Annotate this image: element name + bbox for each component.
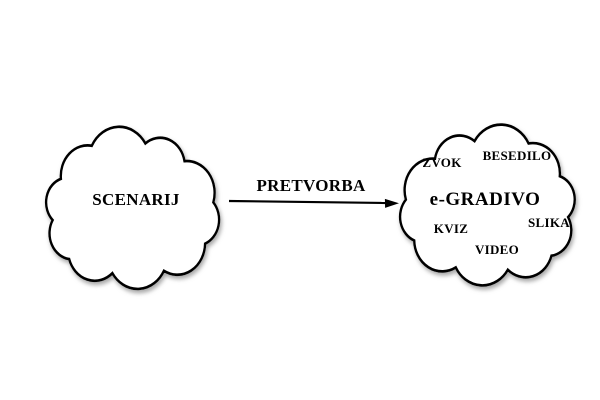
arrow-label: PRETVORBA	[256, 176, 366, 195]
target-cloud-label: e-GRADIVO	[429, 189, 541, 210]
media-item-kviz: KVIZ	[433, 221, 469, 236]
media-item-video: VIDEO	[474, 242, 520, 257]
media-item-zvok: ZVOK	[422, 155, 462, 170]
conversion-arrow	[228, 198, 399, 208]
arrow-line	[228, 199, 387, 205]
media-item-besedilo: BESEDILO	[482, 148, 552, 163]
media-item-slika: SLIKA	[528, 215, 570, 230]
source-cloud-label: SCENARIJ	[92, 190, 180, 209]
arrow-head-icon	[384, 198, 399, 208]
